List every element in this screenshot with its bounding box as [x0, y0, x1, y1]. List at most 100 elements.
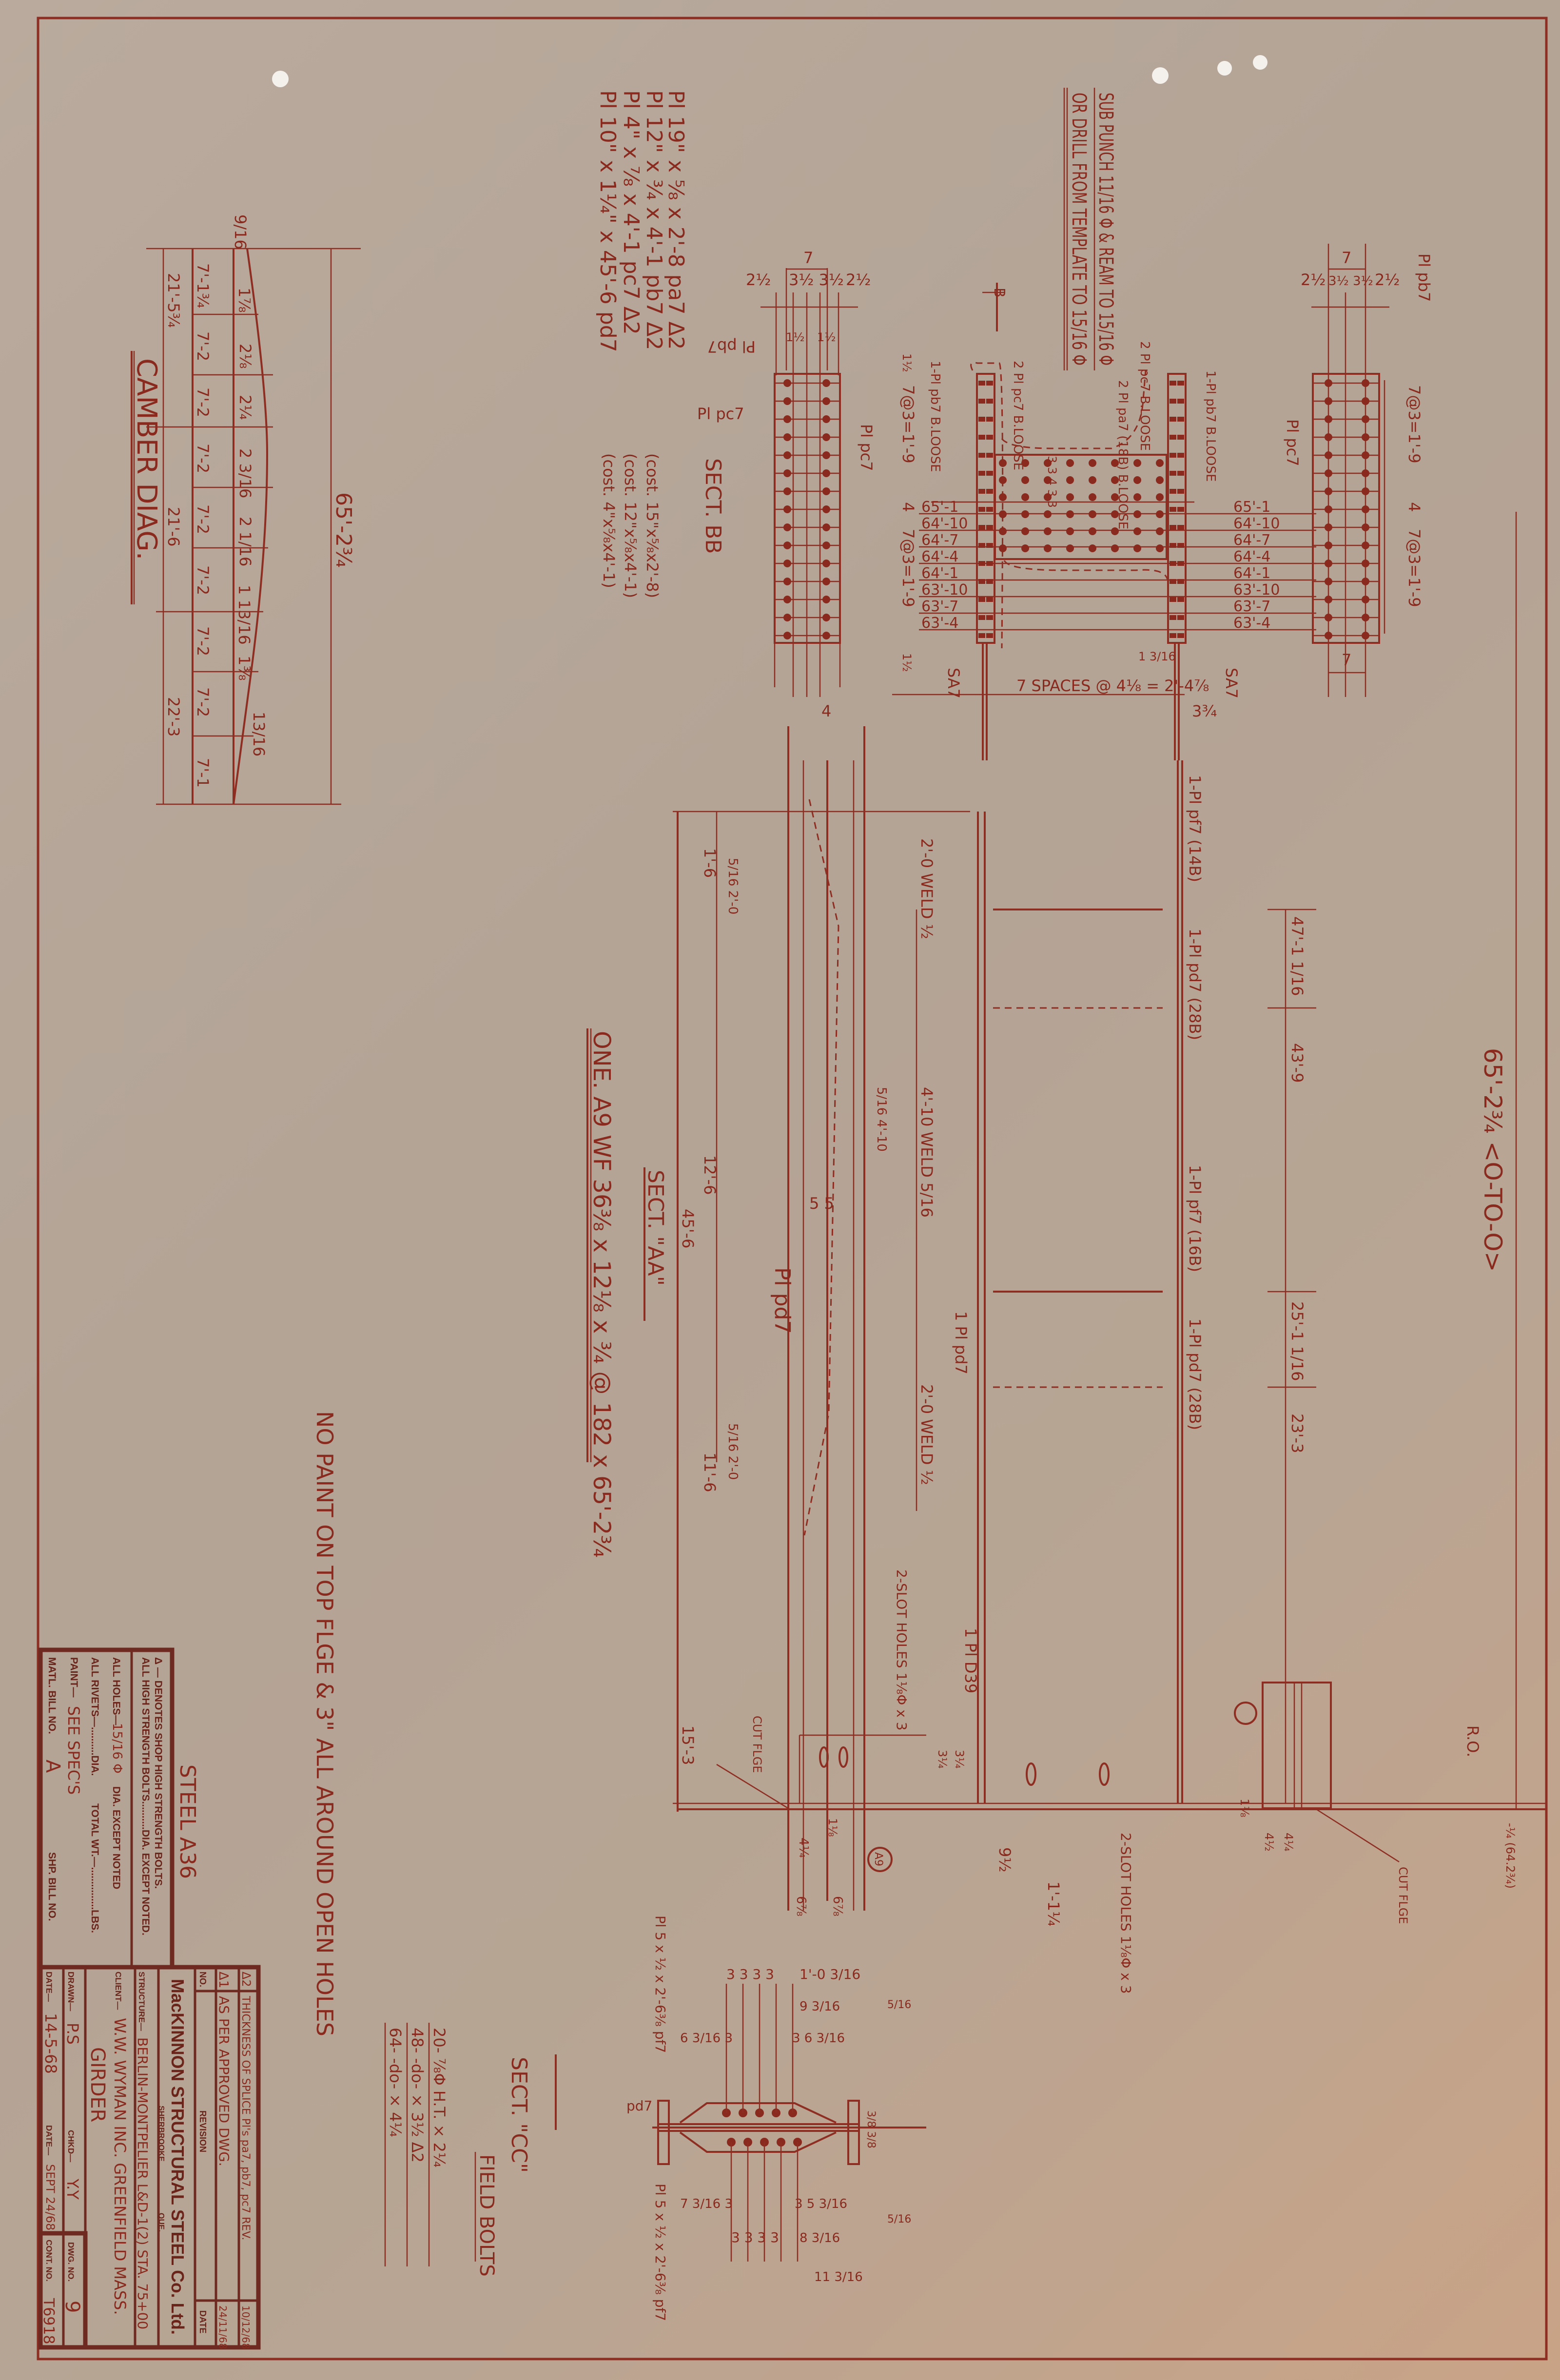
bolt — [1362, 451, 1369, 459]
bolt — [1325, 505, 1332, 513]
bolt — [1021, 459, 1029, 467]
dim: 3 5 3/16 — [795, 2197, 847, 2211]
bolt — [1177, 543, 1184, 548]
bolt — [999, 493, 1007, 501]
dim: 6⅞ — [794, 1896, 808, 1916]
camber-segment: 7'-2 — [194, 565, 212, 595]
revision-no: Δ1 — [216, 1972, 231, 1988]
camber-title: CAMBER DIAG. — [131, 358, 162, 560]
bolt — [822, 542, 830, 549]
bolt-groups — [783, 379, 1369, 639]
bolt — [1170, 633, 1176, 638]
bolt — [1325, 596, 1332, 603]
plate-callout: Pl pb7 — [1415, 253, 1433, 302]
dim: 4 — [821, 702, 831, 720]
section-mark: SA7 — [1222, 668, 1241, 698]
sheet-border — [37, 17, 1548, 2361]
revision-header-date: DATE — [198, 2310, 208, 2334]
bolt — [1170, 543, 1176, 548]
plate-pd7-callout: pd7 — [626, 2098, 652, 2114]
camber-ordinate: 2¼ — [236, 395, 254, 420]
dim: 3¼ — [953, 1750, 966, 1769]
bolt — [986, 453, 993, 458]
plate-d39-callout: 1 Pl D39 — [961, 1628, 980, 1693]
splice-labels: B 2½ 3½ 3½ 2½ 7 1½ 1½ 7@3=1'-9 4 7@3=1'-… — [697, 249, 1433, 720]
revision-date: 10/12/68 — [240, 2305, 252, 2349]
bolt — [1021, 527, 1029, 535]
bolt — [1044, 510, 1052, 518]
pitch-dim: 1½ — [900, 353, 914, 372]
pitch-dim: 1½ — [900, 653, 914, 672]
date2-label: DATE— — [44, 2125, 54, 2155]
bolt — [1362, 379, 1369, 387]
weld-note: 5/16 2'-0 — [725, 1423, 740, 1480]
stiffener-callout: 1-Pl pf7 (16B) — [1186, 1165, 1204, 1272]
bolt — [986, 597, 993, 602]
section-mark-b: B — [991, 288, 1008, 298]
field-bolt-row: 20- ⅞Φ H.T. × 2¼ — [430, 2028, 448, 2167]
plate-callout: Pl pc7 — [1283, 419, 1302, 466]
bolt — [822, 469, 830, 477]
member-tag: A9 — [872, 1852, 884, 1866]
bolt — [999, 510, 1007, 518]
bolt — [822, 505, 830, 513]
bolt — [1089, 459, 1096, 467]
rivets-field: ALL RIVETS—..........DIA. — [89, 1657, 100, 1776]
dim: 7 — [1342, 249, 1351, 267]
bolt — [986, 579, 993, 584]
plate-callout: 1-Pl pb7 B.LOOSE — [1203, 370, 1218, 482]
plate-callout: 2 Pl pa7 (18B) B.LOOSE — [1115, 380, 1130, 529]
plate-callout: 2 Pl pc7 B.LOOSE — [1137, 341, 1152, 451]
elevation-label: 64'-4 — [1233, 548, 1270, 565]
bolt — [986, 543, 993, 548]
dim: 7 — [803, 249, 813, 267]
paint-value: SEE SPEC'S — [64, 1706, 83, 1795]
bolt — [783, 487, 791, 495]
bolt — [1133, 544, 1141, 552]
end-detail — [1262, 1682, 1332, 1809]
bolt — [783, 451, 791, 459]
bolt — [1044, 493, 1052, 501]
bolt — [1362, 469, 1369, 477]
camber-segment: 7'-1 — [194, 758, 212, 788]
bolt — [1089, 544, 1096, 552]
bolt — [1111, 544, 1119, 552]
punch-note-line-2: OR DRILL FROM TEMPLATE TO 15/16 Φ — [1068, 93, 1090, 366]
bolt — [978, 579, 985, 584]
dim: 3½ 3½ — [1328, 274, 1373, 289]
bolt — [783, 379, 791, 387]
bolt — [1362, 596, 1369, 603]
overall-length: 65'-2¾ <O-TO-O> — [1479, 1048, 1507, 1272]
bolt — [1170, 435, 1176, 440]
bolt — [1170, 507, 1176, 512]
camber-group-dim: 22'-3 — [164, 697, 183, 736]
member-mark: ONE. A9 WF 36⅜ x 12⅛ x ¾ @ 182 x 65'-2¾ — [588, 1031, 615, 1558]
stiffener-callout: 1-Pl pd7 (28B) — [1186, 1318, 1204, 1430]
bolt — [999, 476, 1007, 484]
pitch-dim: 4 — [1405, 502, 1424, 512]
bolt — [1177, 453, 1184, 458]
bolt — [1325, 487, 1332, 495]
dim: 2½ — [846, 271, 871, 289]
dim: 3¾ — [1192, 702, 1217, 720]
bolt — [978, 543, 985, 548]
bolt — [986, 381, 993, 386]
bolt — [1177, 507, 1184, 512]
elevation-label: 65'-1 — [921, 499, 958, 516]
camber-group-dim: 21'-6 — [164, 507, 183, 546]
camber-ordinate: 1⅞ — [235, 288, 254, 312]
camber-ordinate: 2 3/16 — [236, 448, 254, 498]
drawing-description: GIRDER — [86, 2047, 109, 2122]
bolt — [978, 435, 985, 440]
bolt — [1362, 397, 1369, 405]
dim: 1½ — [786, 330, 805, 344]
plate-callout: Pl 5 x ½ x 2'-6⅜ pf7 — [652, 2184, 668, 2321]
dim: 2½ — [1301, 271, 1326, 289]
camber-ordinate: 1⅜ — [235, 656, 254, 680]
dim: 7 3/16 3 — [680, 2197, 733, 2211]
field-bolts-title: FIELD BOLTS — [475, 2154, 498, 2277]
bolt — [783, 433, 791, 441]
bolt — [978, 633, 985, 638]
bolt — [1170, 471, 1176, 476]
holes-suffix: DIA. EXCEPT NOTED — [111, 1786, 122, 1889]
